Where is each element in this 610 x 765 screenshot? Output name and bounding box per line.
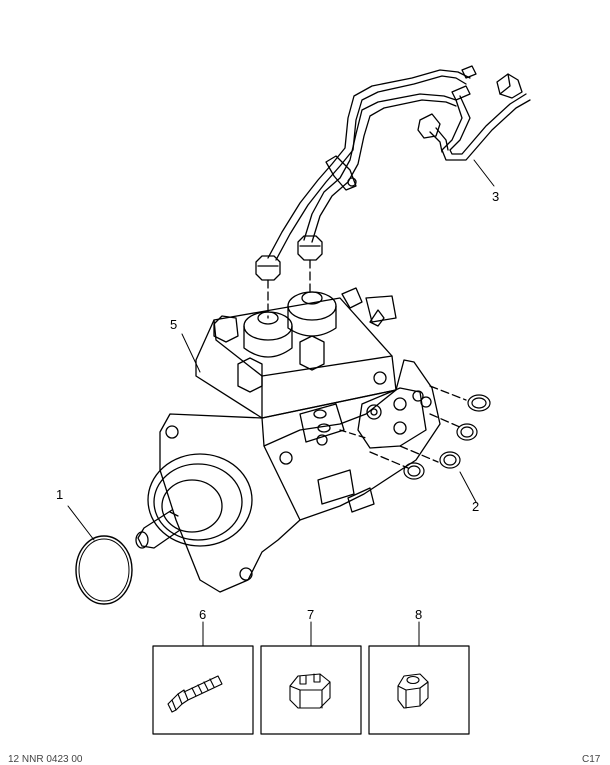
callout-8: 8 [415,607,423,622]
castellated-nut-icon [289,673,331,709]
fuel-pump-body [135,287,467,593]
detail-box-6 [152,645,254,735]
callout-2: 2 [472,499,480,514]
stud-bolt-icon [167,675,223,713]
detail-box-7 [260,645,362,735]
o-rings [403,394,491,480]
callout-3: 3 [492,189,500,204]
fuel-injection-lines [255,65,531,319]
drawing-number: 12 NNR 0423 00 [8,754,83,765]
sheet-code: C17 [582,754,601,765]
detail-box-8 [368,645,470,735]
callout-6: 6 [199,607,207,622]
callout-1: 1 [56,487,64,502]
hex-nut-icon [397,673,429,709]
callout-5: 5 [170,317,178,332]
callout-7: 7 [307,607,315,622]
seal-ring [75,535,133,605]
leader-lines [67,159,495,647]
